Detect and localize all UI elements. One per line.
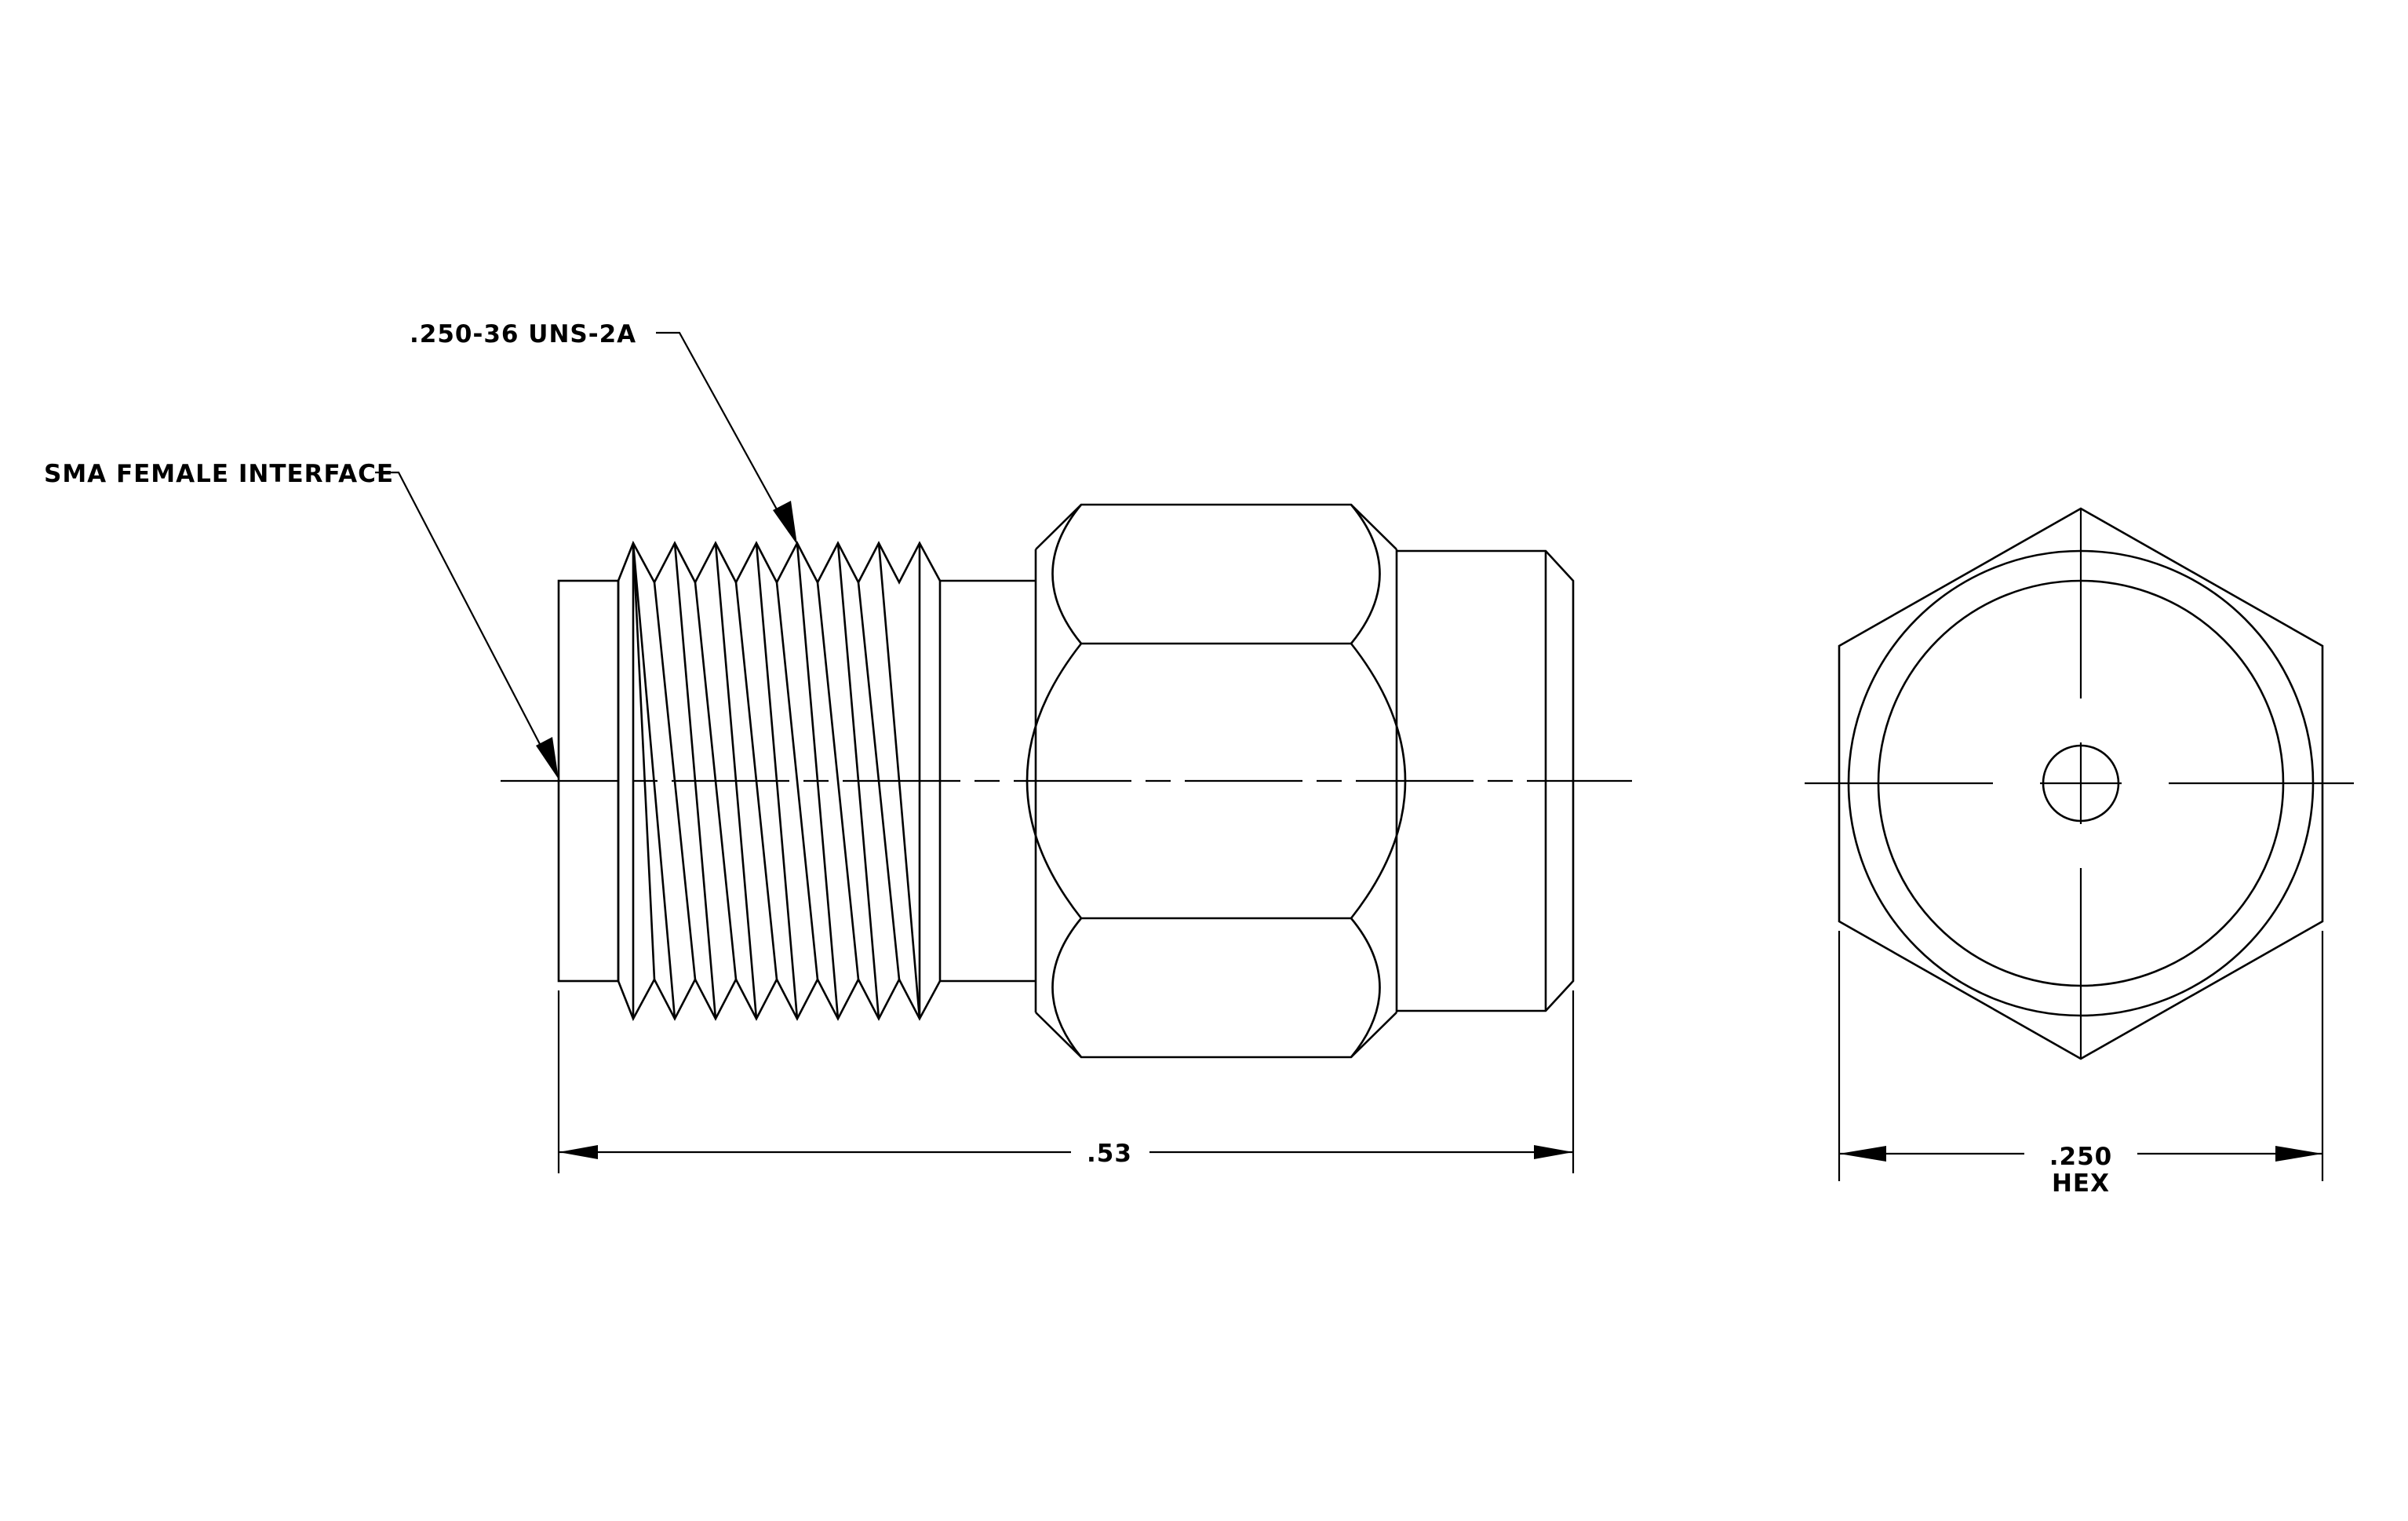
hex-size-dimension: .250 HEX [1838, 931, 2324, 1198]
end-centerlines [1805, 509, 2354, 1059]
end-view: .250 HEX [1805, 507, 2354, 1198]
hex-label: HEX [2052, 1169, 2110, 1198]
dim-arrow-right [1534, 1145, 1573, 1159]
hex-arrow-left [1839, 1146, 1886, 1162]
hex-size-label: .250 [2049, 1143, 2113, 1171]
interface-callout: SMA FEMALE INTERFACE [44, 460, 559, 779]
thread-top-profile [617, 540, 942, 585]
interface-label: SMA FEMALE INTERFACE [44, 460, 394, 488]
side-view: .53 .250-36 UNS-2A SMA FEMALE INTERFACE [44, 320, 1632, 1173]
neck-section [940, 579, 1036, 983]
overall-length-label: .53 [1087, 1140, 1132, 1168]
dim-arrow-left [559, 1145, 598, 1159]
thread-bottom-profile [617, 977, 942, 1022]
thread-leader-arrow [773, 501, 797, 545]
thread-callout: .250-36 UNS-2A [410, 320, 797, 545]
overall-length-dimension: .53 [557, 990, 1575, 1173]
hex-arrow-right [2275, 1146, 2322, 1162]
interface-leader-arrow [536, 737, 559, 779]
thread-spec-label: .250-36 UNS-2A [410, 320, 636, 348]
